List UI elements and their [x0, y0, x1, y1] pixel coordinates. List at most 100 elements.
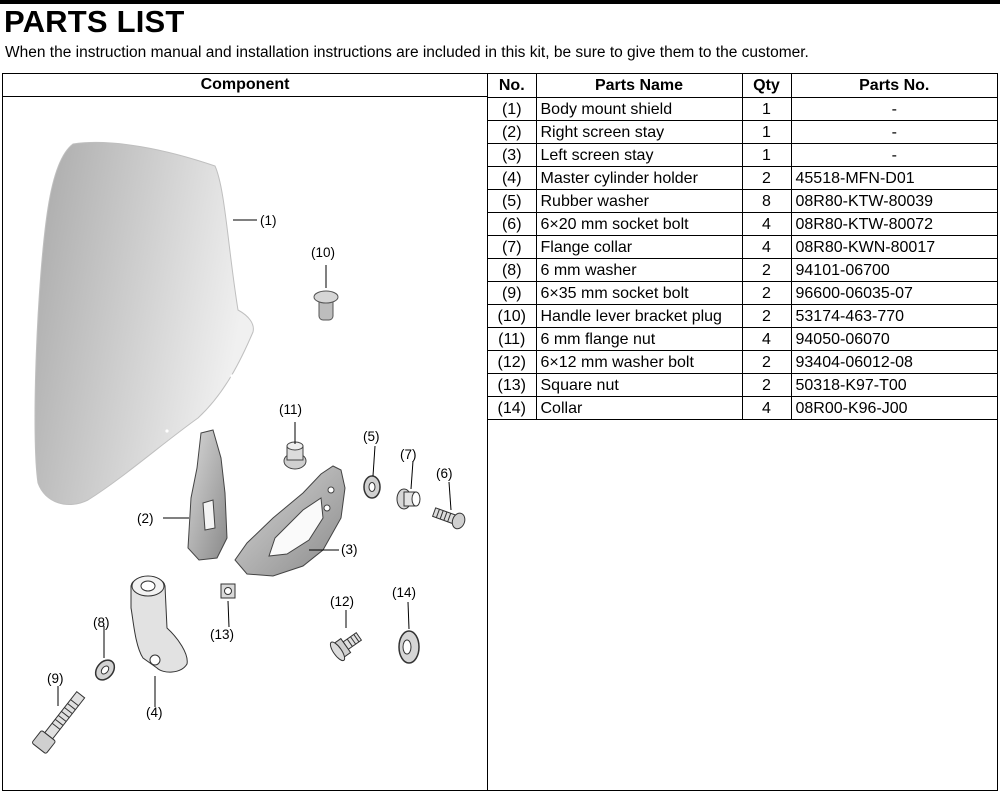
washer-bolt-part	[329, 632, 363, 662]
square-nut-part	[220, 583, 236, 599]
callout-labels: (1) (2) (3) (4) (5) (6) (7) (8) (9) (10)…	[47, 213, 453, 720]
part-no: 08R80-KTW-80072	[790, 212, 997, 236]
part-qty: 8	[741, 189, 792, 213]
parts-table-header-row: No. Parts Name Qty Parts No.	[488, 74, 997, 98]
part-name: Handle lever bracket plug	[535, 304, 743, 328]
part-number-index: (3)	[488, 143, 537, 167]
socket-bolt-6x35-part	[32, 691, 86, 754]
right-screen-stay-part	[187, 429, 228, 561]
master-cylinder-holder-part	[130, 575, 188, 673]
flange-collar-part	[396, 488, 421, 510]
part-number-index: (4)	[488, 166, 537, 190]
part-name: Right screen stay	[535, 120, 743, 144]
flange-nut-part	[283, 441, 307, 470]
part-no: -	[790, 143, 997, 167]
part-qty: 2	[741, 281, 792, 305]
part-no: 94101-06700	[790, 258, 997, 282]
part-no: 96600-06035-07	[790, 281, 997, 305]
part-number-index: (5)	[488, 189, 537, 213]
part-name: Square nut	[535, 373, 743, 397]
part-no: 53174-463-770	[790, 304, 997, 328]
part-name: Body mount shield	[535, 97, 743, 121]
part-no: 93404-06012-08	[790, 350, 997, 374]
part-name: Rubber washer	[535, 189, 743, 213]
callout-11: (11)	[279, 402, 302, 417]
part-qty: 2	[741, 304, 792, 328]
part-no: -	[790, 120, 997, 144]
callout-3: (3)	[341, 542, 358, 557]
instruction-note: When the instruction manual and installa…	[5, 44, 809, 61]
part-name: 6 mm flange nut	[535, 327, 743, 351]
part-qty: 1	[741, 120, 792, 144]
header-parts-name: Parts Name	[535, 74, 743, 98]
part-no: 08R80-KWN-80017	[790, 235, 997, 259]
part-number-index: (9)	[488, 281, 537, 305]
part-no: -	[790, 97, 997, 121]
part-qty: 2	[741, 373, 792, 397]
part-no: 45518-MFN-D01	[790, 166, 997, 190]
part-number-index: (1)	[488, 97, 537, 121]
header-parts-no: Parts No.	[790, 74, 997, 98]
component-header: Component	[3, 74, 487, 97]
callout-6: (6)	[436, 466, 453, 481]
part-name: Left screen stay	[535, 143, 743, 167]
rubber-washer-part	[363, 475, 381, 499]
part-qty: 4	[741, 327, 792, 351]
part-name: 6 mm washer	[535, 258, 743, 282]
part-qty: 2	[741, 258, 792, 282]
header-qty: Qty	[741, 74, 792, 98]
part-qty: 2	[741, 350, 792, 374]
left-screen-stay-part	[234, 465, 346, 577]
callout-10: (10)	[311, 245, 335, 260]
part-number-index: (8)	[488, 258, 537, 282]
part-no: 50318-K97-T00	[790, 373, 997, 397]
callout-8: (8)	[93, 615, 110, 630]
part-qty: 1	[741, 97, 792, 121]
part-name: 6×12 mm washer bolt	[535, 350, 743, 374]
part-no: 08R00-K96-J00	[790, 396, 997, 420]
callout-4: (4)	[146, 705, 163, 720]
part-qty: 4	[741, 396, 792, 420]
callout-1: (1)	[260, 213, 277, 228]
part-number-index: (11)	[488, 327, 537, 351]
part-name: 6×20 mm socket bolt	[535, 212, 743, 236]
body-mount-shield-part	[34, 141, 254, 505]
callout-2: (2)	[137, 511, 154, 526]
part-name: Master cylinder holder	[535, 166, 743, 190]
part-number-index: (6)	[488, 212, 537, 236]
callout-5: (5)	[363, 429, 380, 444]
part-name: Collar	[535, 396, 743, 420]
callout-9: (9)	[47, 671, 64, 686]
column-divider	[487, 73, 488, 791]
part-qty: 4	[741, 212, 792, 236]
part-number-index: (13)	[488, 373, 537, 397]
part-qty: 2	[741, 166, 792, 190]
socket-bolt-6x20-part	[431, 507, 466, 530]
header-no: No.	[488, 74, 537, 98]
page-title: PARTS LIST	[4, 4, 185, 39]
top-rule	[0, 0, 1000, 4]
part-no: 94050-06070	[790, 327, 997, 351]
component-illustration: (1) (2) (3) (4) (5) (6) (7) (8) (9) (10)…	[3, 98, 487, 790]
part-qty: 4	[741, 235, 792, 259]
part-number-index: (2)	[488, 120, 537, 144]
part-number-index: (10)	[488, 304, 537, 328]
handle-lever-bracket-plug-part	[313, 290, 339, 321]
parts-table-frame	[2, 73, 998, 791]
parts-table: No. Parts Name Qty Parts No. (1)Body mou…	[488, 74, 997, 420]
part-no: 08R80-KTW-80039	[790, 189, 997, 213]
collar-part	[398, 630, 420, 664]
